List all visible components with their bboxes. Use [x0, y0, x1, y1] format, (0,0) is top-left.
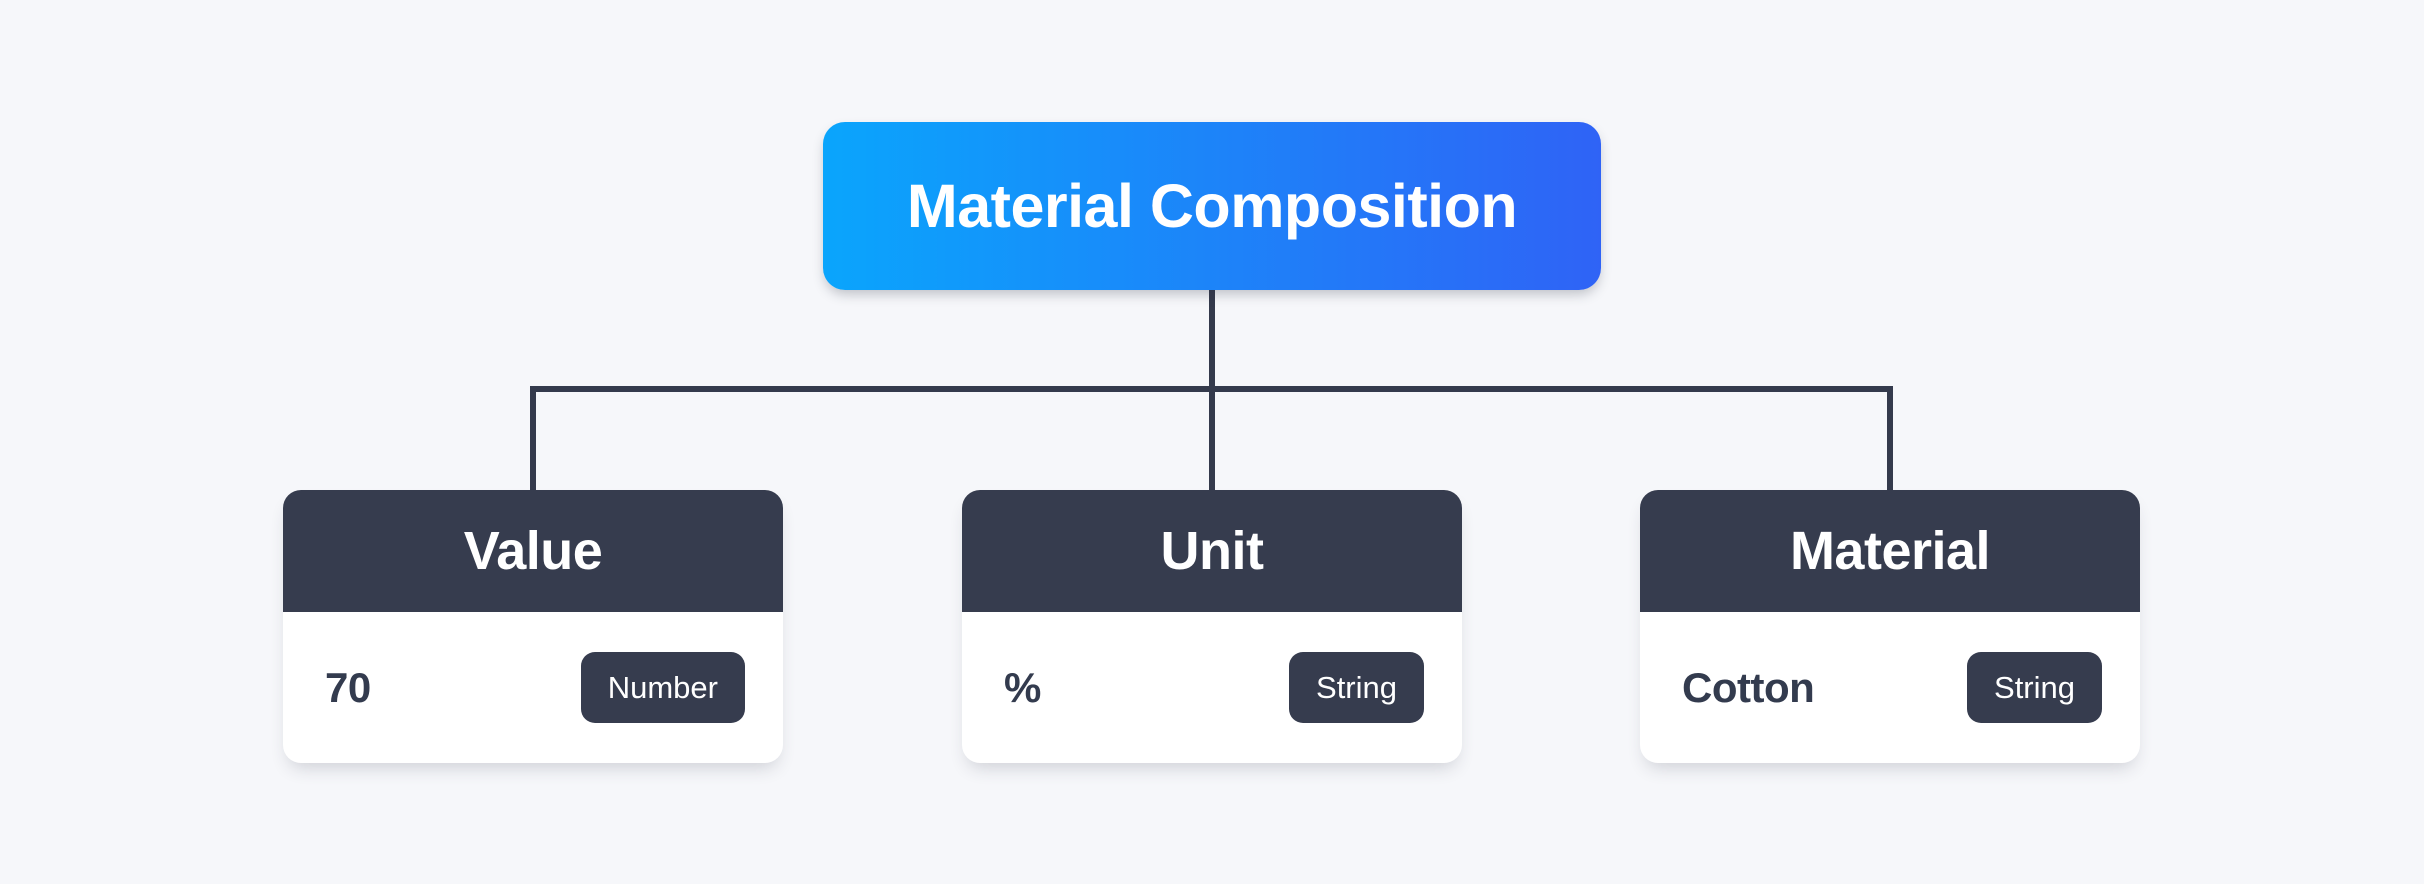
connector-drop-unit — [1209, 386, 1215, 490]
node-card-unit-body: % String — [962, 612, 1462, 763]
type-badge: String — [1289, 652, 1424, 723]
connector-root-stub — [1209, 290, 1215, 390]
connector-drop-value — [530, 386, 536, 490]
node-value: % — [1004, 663, 1041, 711]
node-title: Material — [1789, 521, 1991, 581]
type-badge: String — [1967, 652, 2102, 723]
node-card-unit-header: Unit — [962, 490, 1462, 612]
node-value: Cotton — [1682, 663, 1815, 711]
node-card-unit[interactable]: Unit % String — [962, 490, 1462, 763]
node-card-material-body: Cotton String — [1640, 612, 2140, 763]
node-card-material-header: Material — [1640, 490, 2140, 612]
node-card-value-header: Value — [283, 490, 783, 612]
root-node-label: Material Composition — [906, 172, 1518, 240]
node-title: Unit — [1160, 521, 1264, 581]
type-badge: Number — [580, 652, 745, 723]
node-value: 70 — [325, 663, 371, 711]
root-node[interactable]: Material Composition — [823, 122, 1601, 290]
node-card-material[interactable]: Material Cotton String — [1640, 490, 2140, 763]
node-card-value[interactable]: Value 70 Number — [283, 490, 783, 763]
node-card-value-body: 70 Number — [283, 612, 783, 763]
node-title: Value — [463, 521, 603, 581]
connector-drop-material — [1887, 386, 1893, 490]
